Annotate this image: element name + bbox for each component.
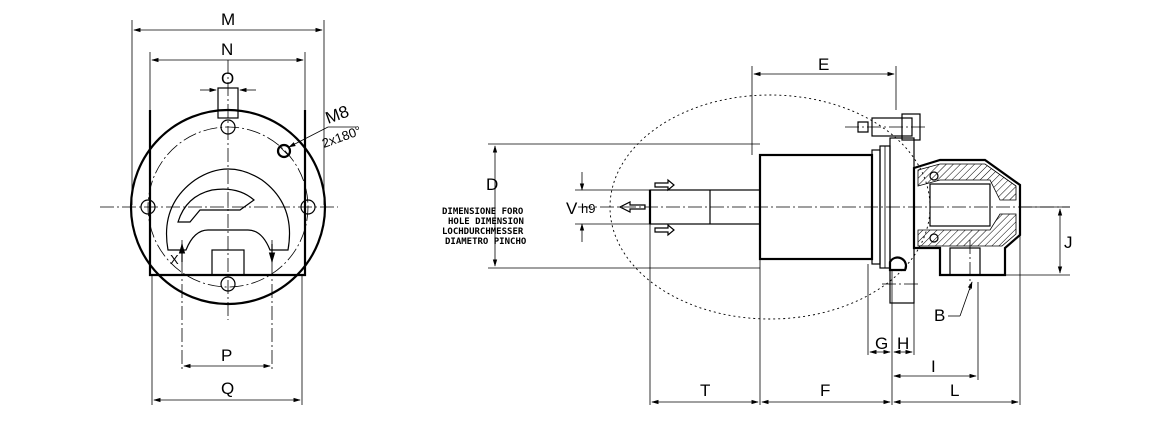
- dim-q: Q: [151, 275, 303, 405]
- dim-t-label: T: [700, 381, 710, 400]
- union-inner-spool: [929, 183, 991, 227]
- dim-v: V h9: [566, 172, 650, 242]
- dim-e-label: E: [818, 55, 829, 74]
- dim-m-label: M: [221, 10, 235, 29]
- b-callout: B: [934, 281, 973, 325]
- flange-outer-circle: [129, 108, 327, 306]
- dim-f-label: F: [820, 381, 830, 400]
- dim-g-label: G: [875, 334, 888, 353]
- bolt-hole-bottom: [220, 276, 236, 292]
- union-port: [949, 247, 981, 276]
- dim-q-label: Q: [221, 379, 234, 398]
- bolt-hole-top: [220, 119, 236, 135]
- m8-thread-mark: [278, 145, 290, 157]
- dim-p-label: P: [221, 346, 232, 365]
- union-hatch-bottom: [917, 213, 1017, 247]
- m8-thread-hole: [276, 143, 292, 159]
- dim-m: M: [131, 10, 325, 205]
- hole-note-line-1: DIMENSIONE FORO: [442, 207, 524, 217]
- b-label: B: [934, 306, 945, 325]
- dim-v-label: V: [566, 199, 578, 218]
- dim-t: T: [651, 381, 759, 405]
- dim-h: H: [893, 334, 913, 355]
- bolt-hole-left: [140, 199, 156, 215]
- front-view: X M N O P: [100, 10, 363, 405]
- dim-e: E: [751, 55, 897, 155]
- dim-f: F: [761, 381, 891, 405]
- union-hatch-top: [917, 163, 1017, 201]
- bottom-bolt: [888, 256, 908, 272]
- top-bolt: [845, 113, 928, 141]
- port-notch: [211, 249, 245, 276]
- rotary-union: [912, 158, 1022, 290]
- dim-d: D: [486, 143, 760, 269]
- dim-n-label: N: [221, 40, 233, 59]
- internal-cam-shape: [177, 188, 255, 223]
- dim-i: I: [893, 357, 977, 379]
- dim-l: L: [893, 381, 1019, 405]
- dim-o: O: [200, 69, 256, 93]
- union-seal-top: [929, 171, 939, 181]
- dim-j: J: [1005, 206, 1073, 276]
- hole-dimension-note: DIMENSIONE FORO HOLE DIMENSION LOCHDURCH…: [442, 207, 527, 247]
- bolt-hole-right: [300, 199, 316, 215]
- dim-n: N: [149, 40, 306, 110]
- thread-label: M8: [323, 102, 352, 128]
- dim-i-label: I: [931, 357, 936, 376]
- flow-arrows: [618, 178, 675, 237]
- dim-h-label: H: [897, 334, 909, 353]
- dim-l-label: L: [950, 381, 959, 400]
- hole-note-line-3: LOCHDURCHMESSER: [442, 227, 524, 237]
- dim-j-label: J: [1064, 233, 1073, 252]
- port-arrows: X: [170, 242, 276, 267]
- side-view: D V h9 DIMENSIONE FORO HOLE DIMENSION LO…: [442, 55, 1073, 405]
- dim-g: G: [869, 334, 891, 355]
- hole-note-line-4: DIAMETRO PINCHO: [445, 237, 527, 247]
- union-housing: [912, 158, 1022, 277]
- union-seal-bottom: [929, 233, 939, 243]
- dim-p: P: [183, 346, 271, 369]
- internal-port-shape: [165, 168, 291, 251]
- bolt-circle: [147, 126, 309, 288]
- hole-note-line-2: HOLE DIMENSION: [448, 217, 524, 227]
- key-slot: [217, 87, 239, 119]
- dim-o-label: O: [221, 69, 234, 88]
- mounting-flange: [889, 137, 915, 304]
- dim-d-label: D: [486, 175, 498, 194]
- dim-v-tolerance: h9: [581, 201, 595, 216]
- arrow-x-label: X: [170, 252, 179, 267]
